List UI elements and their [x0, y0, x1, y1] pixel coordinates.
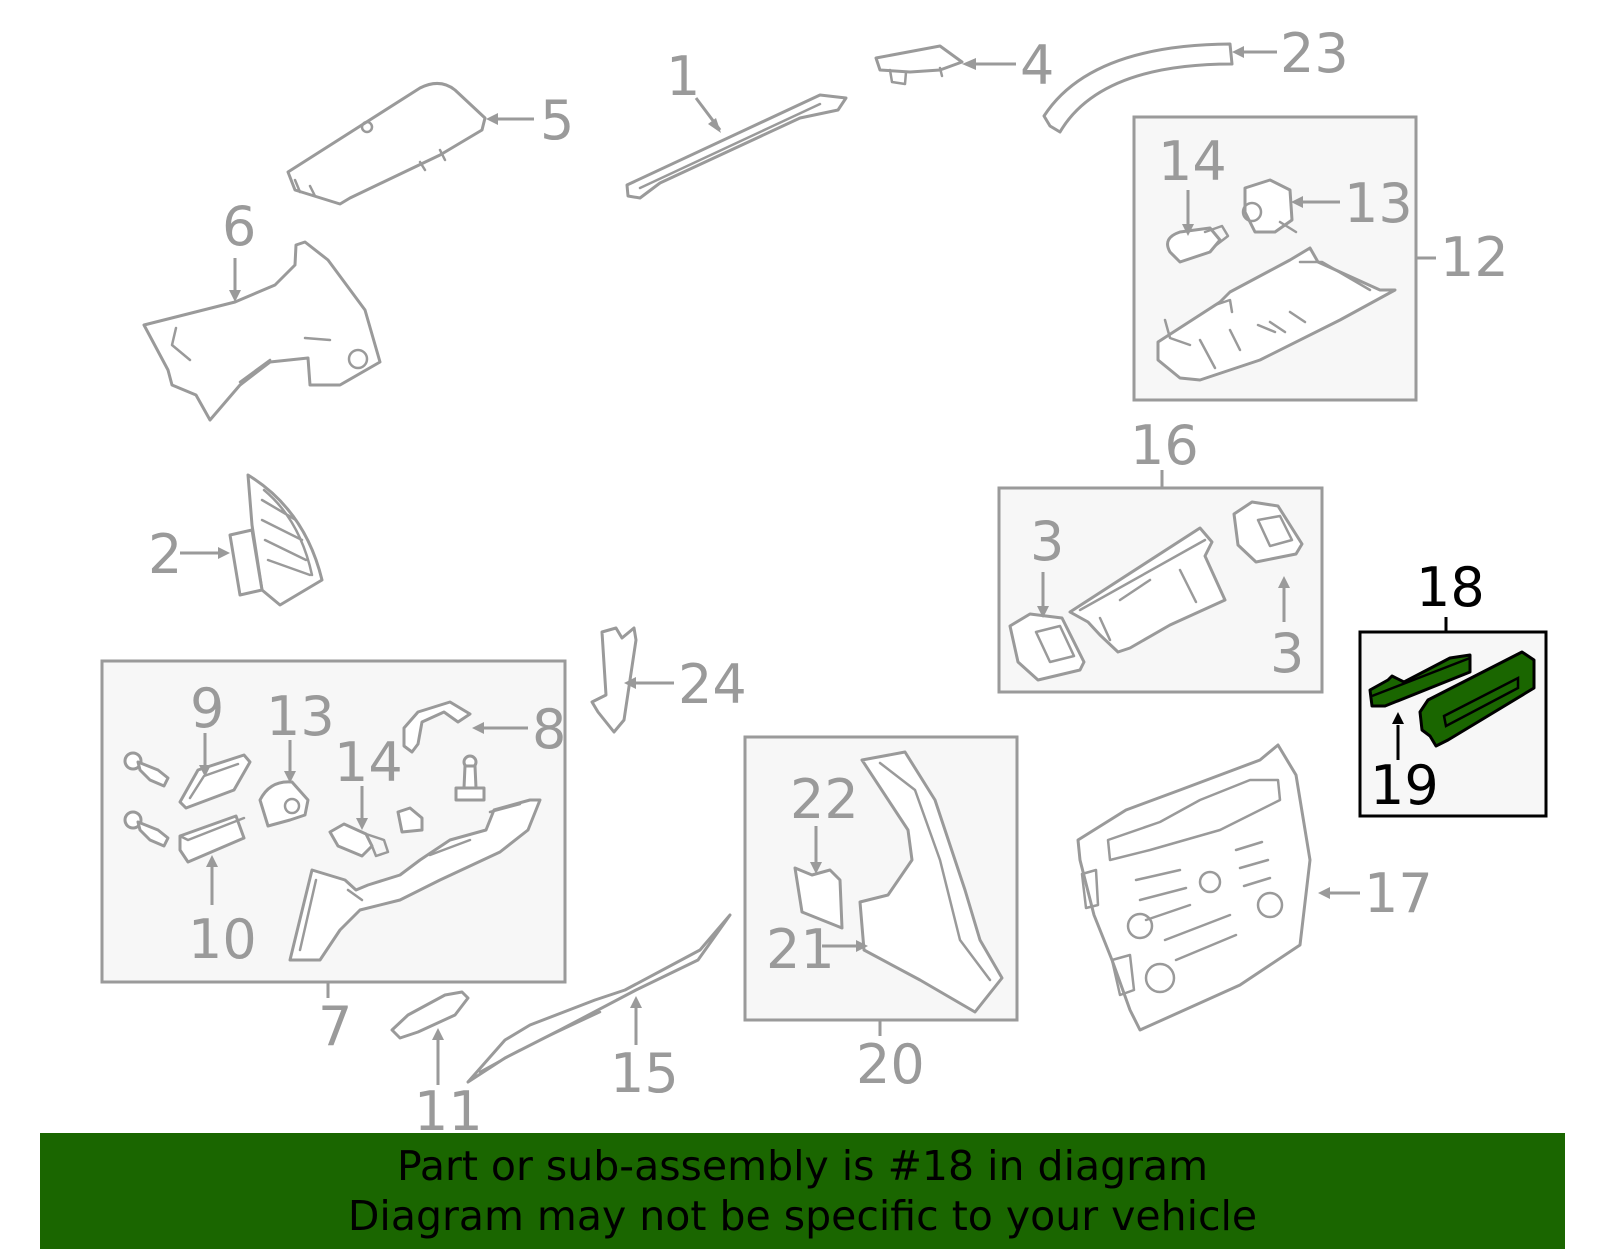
part-21-pillar-trim [858, 750, 1004, 1014]
callout-23: 23 [1280, 22, 1349, 85]
callout-14-box7: 14 [334, 731, 403, 794]
part-6-side-panel [142, 240, 382, 422]
part-18-highlighted [1418, 650, 1536, 748]
callout-6: 6 [222, 195, 256, 258]
callout-18-highlighted: 18 [1416, 556, 1485, 619]
part-9-switch [178, 753, 252, 810]
part-13-socket-box-7 [258, 780, 310, 828]
part-1-upper-bracket [625, 93, 848, 200]
callout-2: 2 [148, 523, 182, 586]
part-12-lamp-housing [1156, 246, 1397, 382]
part-14-bulb-box-12 [1166, 224, 1230, 264]
banner-line-2: Diagram may not be specific to your vehi… [347, 1192, 1258, 1240]
part-15-strip [466, 913, 732, 1084]
part-24-bracket [590, 626, 638, 734]
callout-20: 20 [856, 1033, 925, 1096]
callout-15: 15 [610, 1042, 679, 1105]
part-2-side-vent [228, 473, 324, 607]
callout-3-left: 3 [1030, 510, 1064, 573]
callout-11: 11 [414, 1080, 483, 1130]
callout-labels: 1 4 23 5 6 14 13 12 16 3 3 2 24 9 13 14 … [148, 22, 1509, 1130]
part-16-vent-housing [1068, 526, 1227, 654]
callout-7: 7 [318, 995, 352, 1058]
part-bolt-1 [123, 751, 170, 788]
part-10-switch [178, 814, 246, 864]
callout-3-right: 3 [1270, 622, 1304, 685]
callout-4: 4 [1020, 34, 1054, 97]
callout-16: 16 [1130, 414, 1199, 477]
callout-22: 22 [790, 768, 859, 831]
callout-9: 9 [190, 677, 224, 740]
callout-24: 24 [678, 653, 747, 716]
part-14-bulb-box-7 [328, 822, 390, 858]
part-3-vent-left [1008, 612, 1086, 682]
part-bolt-2 [123, 810, 170, 848]
callout-1: 1 [666, 45, 700, 108]
callout-21: 21 [766, 918, 835, 981]
part-5-cover [286, 82, 487, 206]
part-17-center-bezel [1076, 743, 1312, 1032]
part-8-bracket [402, 700, 472, 754]
part-23-trim-strip [1042, 42, 1234, 134]
part-13-socket-box-12 [1241, 178, 1298, 234]
callout-10: 10 [188, 908, 257, 971]
callout-13-top: 13 [1344, 172, 1413, 235]
callout-5: 5 [540, 89, 574, 152]
leader-lines [180, 46, 1436, 1085]
part-screw-box-7 [454, 754, 486, 802]
callout-8: 8 [532, 698, 566, 761]
leader-lines-highlighted [1392, 617, 1448, 760]
part-22-clip [793, 866, 844, 930]
callout-19-highlighted: 19 [1370, 754, 1439, 817]
callout-12: 12 [1440, 226, 1509, 289]
part-11-trim [390, 990, 470, 1040]
part-4-clip [874, 44, 964, 86]
part-3-vent-right [1232, 500, 1304, 564]
part-7-glove-box [288, 798, 542, 962]
part-clip-box-7 [396, 806, 424, 834]
info-banner: Part or sub-assembly is #18 in diagram D… [40, 1133, 1565, 1249]
callout-17: 17 [1364, 862, 1433, 925]
parts-diagram: 1 4 23 5 6 14 13 12 16 3 3 2 24 9 13 14 … [100, 22, 1548, 1130]
callout-13-box7: 13 [266, 685, 335, 748]
banner-line-1: Part or sub-assembly is #18 in diagram [396, 1142, 1209, 1190]
part-19-highlighted [1368, 653, 1472, 708]
callout-14-top: 14 [1158, 130, 1227, 193]
